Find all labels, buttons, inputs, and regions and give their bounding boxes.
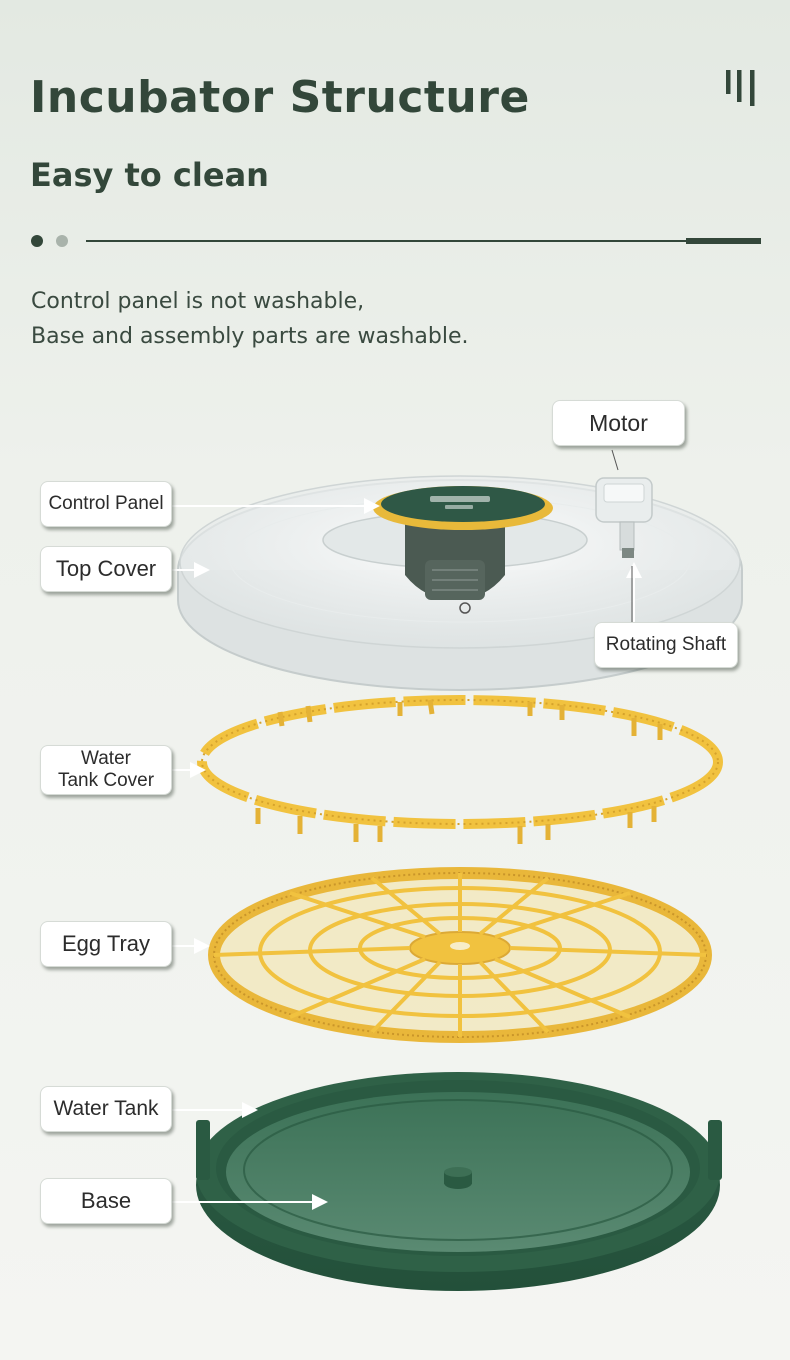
description: Control panel is not washable, Base and … <box>31 284 731 354</box>
page-subtitle: Easy to clean <box>30 156 269 194</box>
label-motor: Motor <box>552 400 685 446</box>
label-egg-tray-text: Egg Tray <box>61 931 151 956</box>
label-water-tank: Water Tank <box>40 1086 172 1132</box>
label-rotating-shaft-text: Rotating Shaft <box>605 634 727 655</box>
header-divider <box>86 240 686 242</box>
header-divider-accent <box>686 238 761 244</box>
water-tank-cover-part <box>197 695 723 844</box>
label-water-tank-text: Water Tank <box>53 1097 159 1120</box>
label-water-tank-cover-line2: Tank Cover <box>57 770 155 791</box>
motor-part <box>595 477 653 558</box>
label-control-panel: Control Panel <box>40 481 172 527</box>
pagination-dot-active[interactable] <box>31 235 43 247</box>
label-water-tank-cover: Water Tank Cover <box>40 745 172 795</box>
description-line-2: Base and assembly parts are washable. <box>31 324 469 349</box>
brand-logo-icon <box>726 70 755 106</box>
label-motor-text: Motor <box>589 409 648 436</box>
egg-tray-part <box>208 867 712 1043</box>
label-egg-tray: Egg Tray <box>40 921 172 967</box>
label-base-text: Base <box>80 1188 132 1213</box>
label-base: Base <box>40 1178 172 1224</box>
control-panel-part <box>373 486 553 600</box>
page-title: Incubator Structure <box>30 72 530 123</box>
base-part <box>196 1072 722 1291</box>
pagination-dot-inactive[interactable] <box>56 235 68 247</box>
leader-lines <box>611 449 633 627</box>
description-line-1: Control panel is not washable, <box>31 289 365 314</box>
callout-arrows <box>172 498 642 1210</box>
label-control-panel-text: Control Panel <box>48 493 164 514</box>
label-top-cover-text: Top Cover <box>55 556 157 581</box>
label-rotating-shaft: Rotating Shaft <box>594 622 738 668</box>
label-water-tank-cover-line1: Water <box>81 748 131 769</box>
label-top-cover: Top Cover <box>40 546 172 592</box>
